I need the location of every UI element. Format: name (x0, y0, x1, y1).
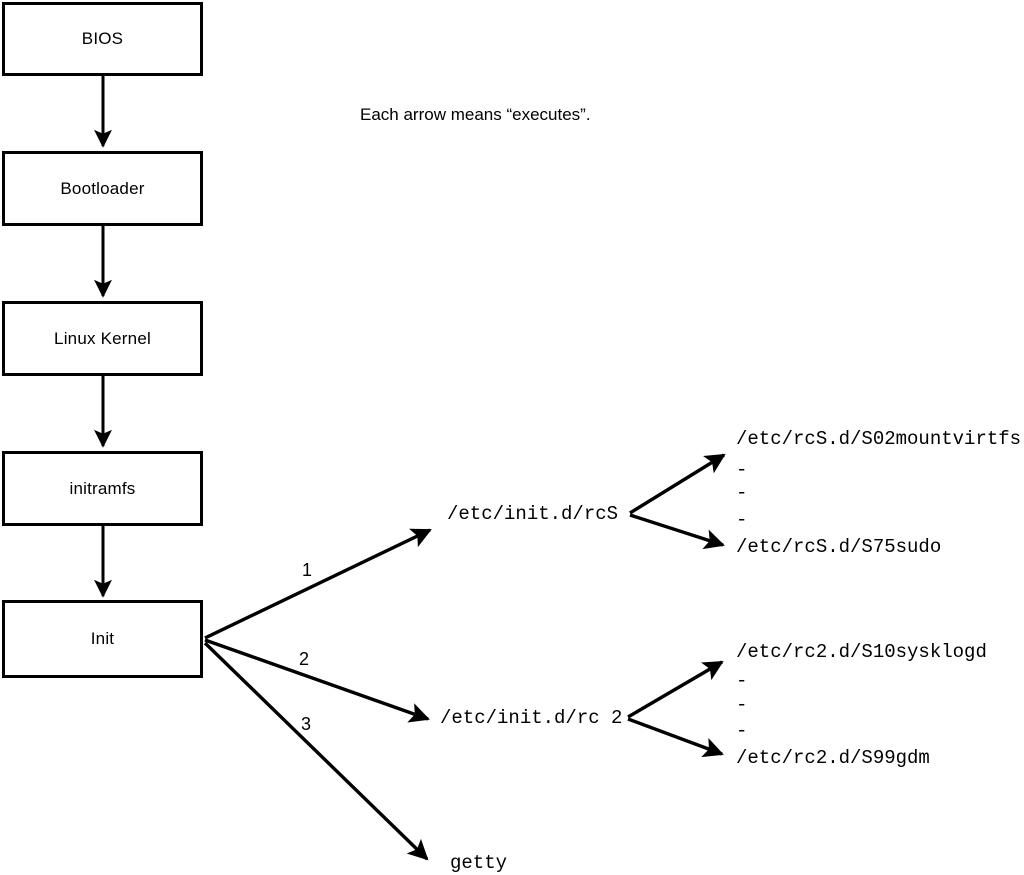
rcs-branch-connectors (629, 453, 726, 550)
init-fanout-connectors (203, 528, 432, 861)
rc2-ellipsis-dash-3: - (736, 720, 748, 742)
rc2-branch-connectors (627, 660, 724, 758)
node-bootloader-label: Bootloader (60, 178, 145, 198)
arrow-rcs-to-first-script (629, 453, 726, 515)
rcs-ellipsis-dash-1: - (736, 459, 748, 481)
node-linux-kernel-label: Linux Kernel (54, 328, 151, 348)
label-getty[interactable]: getty (450, 852, 508, 874)
label-rc2-last-script[interactable]: /etc/rc2.d/S99gdm (736, 747, 930, 769)
node-initramfs-label: initramfs (69, 478, 136, 498)
label-rc2-first-script[interactable]: /etc/rc2.d/S10sysklogd (736, 641, 987, 663)
label-etc-init-d-rcs[interactable]: /etc/init.d/rcS (447, 503, 619, 525)
rcs-ellipsis-dash-3: - (736, 509, 748, 531)
node-bios[interactable]: BIOS (2, 2, 203, 76)
node-initramfs[interactable]: initramfs (2, 451, 203, 526)
edge-number-2: 2 (299, 649, 310, 669)
rcs-ellipsis-dash-2: - (736, 482, 748, 504)
label-etc-init-d-rc-2[interactable]: /etc/init.d/rc 2 (440, 707, 623, 729)
edge-number-1: 1 (302, 560, 313, 580)
legend-caption: Each arrow means “executes”. (360, 105, 591, 124)
label-rcs-last-script[interactable]: /etc/rcS.d/S75sudo (736, 536, 942, 558)
arrow-rc2-to-last-script (627, 717, 724, 758)
arrow-rcs-to-last-script (629, 513, 725, 550)
node-bios-label: BIOS (81, 29, 124, 48)
node-bootloader[interactable]: Bootloader (2, 151, 203, 226)
node-init-label: Init (90, 629, 115, 648)
label-rcs-first-script[interactable]: /etc/rcS.d/S02mountvirtfs (736, 428, 1022, 450)
arrow-init-to-rc2 (204, 638, 430, 723)
edge-number-3: 3 (301, 714, 312, 734)
node-linux-kernel[interactable]: Linux Kernel (2, 301, 203, 376)
arrow-init-to-rcs (204, 528, 432, 640)
node-init[interactable]: Init (2, 600, 203, 678)
arrow-rc2-to-first-script (627, 660, 724, 719)
rc2-ellipsis-dash-1: - (736, 670, 748, 692)
arrow-init-to-getty (203, 641, 429, 861)
rc2-ellipsis-dash-2: - (736, 694, 748, 716)
